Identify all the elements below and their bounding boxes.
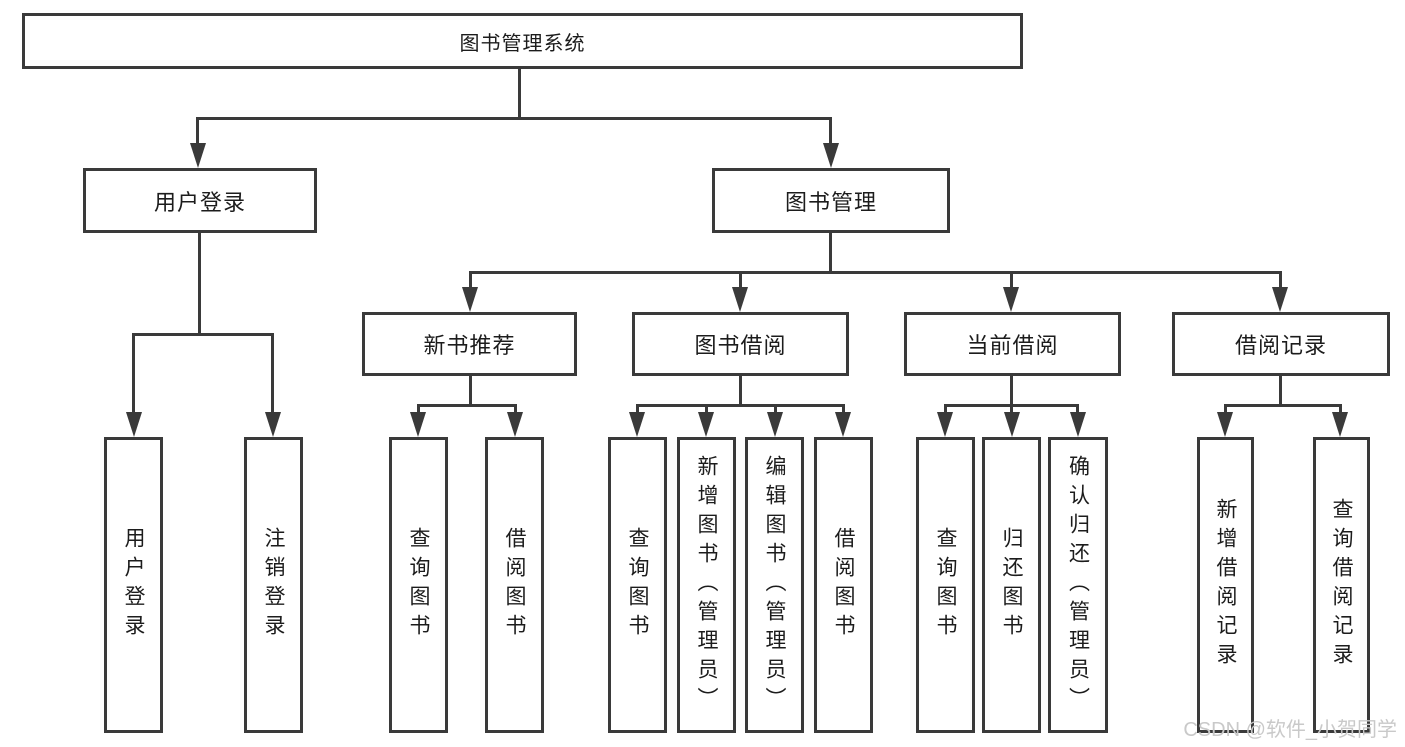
node-book-management-label: 图书管理 xyxy=(784,189,877,215)
connector-line xyxy=(196,117,199,147)
node-user-login-label: 用户登录 xyxy=(153,189,246,215)
leaf-borrow-book-2: 借阅图书 xyxy=(814,437,873,733)
connector-line xyxy=(518,69,521,119)
connector-line xyxy=(636,404,639,416)
leaf-borrow-book-1: 借阅图书 xyxy=(485,437,544,733)
arrowhead-down-icon xyxy=(823,143,839,168)
arrowhead-down-icon xyxy=(265,412,281,437)
leaf-query-book-2: 查询图书 xyxy=(608,437,667,733)
connector-line xyxy=(469,271,1282,274)
connector-line xyxy=(197,117,832,120)
leaf-query-book-3-label: 查询图书 xyxy=(934,527,957,643)
leaf-edit-book-admin-label: 编辑图书（管理员） xyxy=(763,454,786,716)
node-user-login: 用户登录 xyxy=(83,168,317,233)
connector-line xyxy=(133,333,274,336)
node-new-book-recommend-label: 新书推荐 xyxy=(423,333,516,358)
connector-line xyxy=(636,404,845,407)
leaf-logout-label: 注销登录 xyxy=(262,527,285,643)
connector-line xyxy=(1076,404,1079,416)
leaf-user-login: 用户登录 xyxy=(104,437,163,733)
leaf-confirm-return-admin: 确认归还（管理员） xyxy=(1048,437,1108,733)
node-new-book-recommend: 新书推荐 xyxy=(362,312,577,376)
arrowhead-down-icon xyxy=(1004,412,1020,437)
node-book-borrow-label: 图书借阅 xyxy=(694,333,787,358)
leaf-query-book-2-label: 查询图书 xyxy=(626,527,649,643)
arrowhead-down-icon xyxy=(767,412,783,437)
leaf-user-login-label: 用户登录 xyxy=(122,527,145,643)
leaf-add-book-admin: 新增图书（管理员） xyxy=(677,437,736,733)
node-library-system: 图书管理系统 xyxy=(22,13,1023,69)
leaf-confirm-return-admin-label: 确认归还（管理员） xyxy=(1066,454,1090,716)
connector-line xyxy=(739,376,742,407)
leaf-edit-book-admin: 编辑图书（管理员） xyxy=(745,437,804,733)
arrowhead-down-icon xyxy=(410,412,426,437)
node-book-borrow: 图书借阅 xyxy=(632,312,849,376)
connector-line xyxy=(1224,404,1342,407)
arrowhead-down-icon xyxy=(937,412,953,437)
leaf-borrow-book-1-label: 借阅图书 xyxy=(503,527,526,643)
leaf-logout: 注销登录 xyxy=(244,437,303,733)
arrowhead-down-icon xyxy=(698,412,714,437)
connector-line xyxy=(1010,376,1013,407)
arrowhead-down-icon xyxy=(462,287,478,312)
arrowhead-down-icon xyxy=(1217,412,1233,437)
connector-line xyxy=(829,117,832,147)
connector-line xyxy=(1010,404,1013,416)
arrowhead-down-icon xyxy=(1003,287,1019,312)
leaf-query-borrow-record-label: 查询借阅记录 xyxy=(1330,498,1353,672)
arrowhead-down-icon xyxy=(190,143,206,168)
arrowhead-down-icon xyxy=(507,412,523,437)
node-borrow-record: 借阅记录 xyxy=(1172,312,1390,376)
leaf-query-book-3: 查询图书 xyxy=(916,437,975,733)
connector-line xyxy=(132,333,135,415)
connector-line xyxy=(1279,271,1282,289)
connector-line xyxy=(944,404,947,416)
leaf-add-borrow-record: 新增借阅记录 xyxy=(1197,437,1254,733)
connector-line xyxy=(417,404,420,416)
connector-line xyxy=(842,404,845,416)
leaf-query-book-1-label: 查询图书 xyxy=(407,527,430,643)
connector-line xyxy=(469,271,472,289)
arrowhead-down-icon xyxy=(732,287,748,312)
csdn-watermark: CSDN @软件_小贺同学 xyxy=(1183,719,1397,741)
connector-line xyxy=(417,404,517,407)
connector-line xyxy=(1339,404,1342,416)
arrowhead-down-icon xyxy=(629,412,645,437)
node-current-borrow: 当前借阅 xyxy=(904,312,1121,376)
connector-line xyxy=(514,404,517,416)
arrowhead-down-icon xyxy=(835,412,851,437)
connector-line xyxy=(469,376,472,407)
connector-line xyxy=(198,233,201,336)
connector-line xyxy=(271,333,274,415)
connector-line xyxy=(705,404,708,416)
leaf-borrow-book-2-label: 借阅图书 xyxy=(832,527,855,643)
arrowhead-down-icon xyxy=(1272,287,1288,312)
connector-line xyxy=(829,233,832,274)
connector-line xyxy=(1224,404,1227,416)
node-library-system-label: 图书管理系统 xyxy=(459,32,586,55)
arrowhead-down-icon xyxy=(126,412,142,437)
connector-line xyxy=(739,271,742,289)
node-current-borrow-label: 当前借阅 xyxy=(966,333,1059,358)
node-borrow-record-label: 借阅记录 xyxy=(1234,333,1327,358)
leaf-query-borrow-record: 查询借阅记录 xyxy=(1313,437,1370,733)
connector-line xyxy=(1279,376,1282,407)
arrowhead-down-icon xyxy=(1070,412,1086,437)
connector-line xyxy=(1010,271,1013,289)
connector-line xyxy=(774,404,777,416)
leaf-return-book-label: 归还图书 xyxy=(1000,527,1023,643)
leaf-return-book: 归还图书 xyxy=(982,437,1041,733)
node-book-management: 图书管理 xyxy=(712,168,950,233)
arrowhead-down-icon xyxy=(1332,412,1348,437)
leaf-add-book-admin-label: 新增图书（管理员） xyxy=(695,454,718,716)
leaf-add-borrow-record-label: 新增借阅记录 xyxy=(1214,498,1237,672)
leaf-query-book-1: 查询图书 xyxy=(389,437,448,733)
